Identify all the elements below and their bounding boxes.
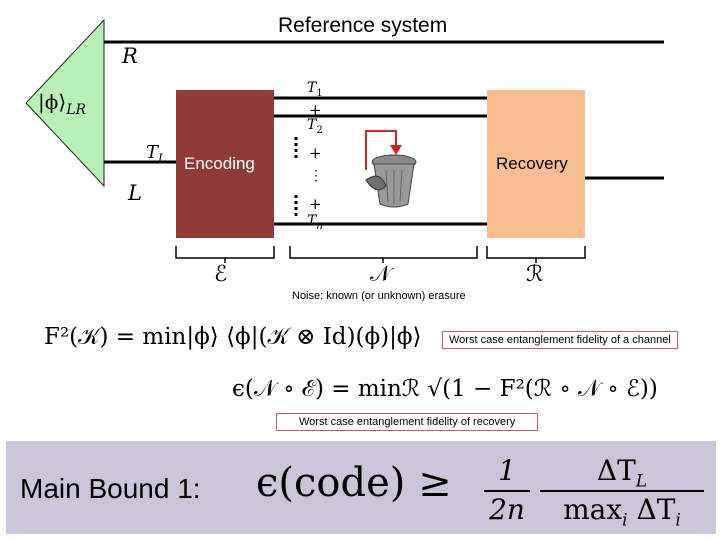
fraction-2-denominator: maxi ΔTi xyxy=(563,493,681,531)
state-label: |ϕ⟩LR xyxy=(38,90,87,118)
trash-can-icon xyxy=(365,154,417,208)
noise-caption: Noise: known (or unknown) erasure xyxy=(292,290,466,302)
circuit-diagram xyxy=(25,18,664,263)
noise-map-label: 𝒩 xyxy=(370,262,392,287)
diagram-title: Reference system xyxy=(278,14,448,37)
epsilon-caption: Worst case entanglement fidelity of reco… xyxy=(276,413,539,431)
state-triangle xyxy=(25,18,105,188)
epsilon-formula: ϵ(𝒩 ∘ ℰ) = minℛ √(1 − F²(ℛ ∘ 𝒩 ∘ ℰ)) xyxy=(232,376,658,402)
encoding-map-label: ℰ xyxy=(214,262,228,287)
erasure-arrowhead xyxy=(390,145,402,155)
transmitted-label: TL xyxy=(146,142,166,166)
fraction-1-numerator: 1 xyxy=(498,454,516,487)
fraction-1-bar xyxy=(484,490,530,492)
channel-label-2: T2 xyxy=(307,117,323,136)
main-bound-panel xyxy=(6,441,716,534)
logical-label: L xyxy=(128,181,142,205)
reference-label: R xyxy=(122,44,138,68)
vertical-ellipsis: ⋮ xyxy=(309,168,323,184)
encoding-label: Encoding xyxy=(184,154,255,173)
erasure-arrow xyxy=(365,130,397,170)
main-bound-label: Main Bound 1: xyxy=(20,473,201,504)
recovery-label: Recovery xyxy=(496,154,568,173)
recovery-bracket xyxy=(486,246,586,259)
bound-lhs: ϵ(code) ≥ xyxy=(256,460,452,506)
recovery-box xyxy=(487,90,585,238)
fraction-1-denominator: 2n xyxy=(489,493,525,526)
channel-label-n: Tn xyxy=(307,213,323,232)
recovery-map-label: ℛ xyxy=(526,262,544,287)
encoding-box xyxy=(176,90,274,238)
plus-sign-1: + xyxy=(309,101,322,119)
channel-label-1: T1 xyxy=(307,80,323,99)
encoding-bracket xyxy=(175,246,275,259)
plus-sign-2: + xyxy=(309,144,322,162)
noise-bracket xyxy=(289,246,478,259)
fidelity-caption: Worst case entanglement fidelity of a ch… xyxy=(442,331,678,349)
fraction-2-bar xyxy=(540,490,704,492)
plus-sign-3: + xyxy=(309,195,322,213)
fraction-2-numerator: ΔTL xyxy=(596,454,648,492)
fidelity-formula: F²(𝒦) = min|ϕ⟩ ⟨ϕ|(𝒦 ⊗ Id)(ϕ)|ϕ⟩ xyxy=(44,324,422,350)
